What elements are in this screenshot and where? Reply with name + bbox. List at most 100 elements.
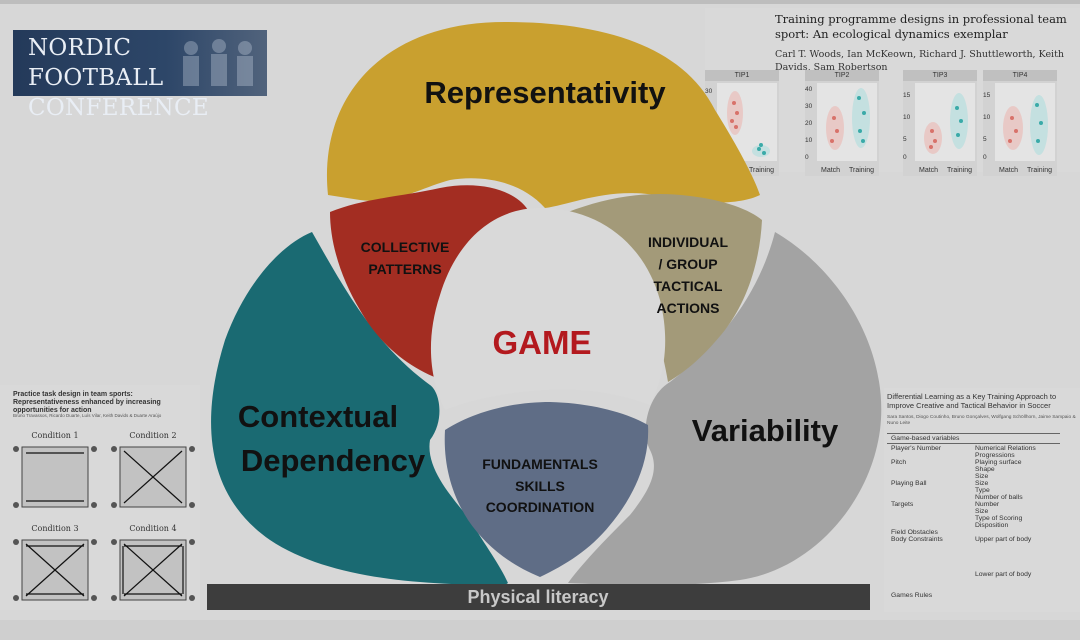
table-row: Type of Scoring [887,515,1060,522]
violin-shapes [924,93,968,154]
representativity-lobe [326,22,760,208]
variable-name: Pitch [891,459,907,466]
condition-3-figure: Condition 3 [12,524,98,606]
variable-name: Player's Number [891,445,942,452]
violin-shapes [826,88,870,150]
panel-title: TIP1 [705,70,779,81]
variable-detail: Shape [975,466,995,473]
variable-detail: Type [975,487,990,494]
game-center-circle [430,208,666,410]
y-tick: 0 [805,154,809,161]
y-tick: 30 [805,103,813,110]
x-label-match: Match [821,167,841,174]
x-label-match: Match [919,167,939,174]
variable-name: Targets [891,501,914,508]
paper-title: Practice task design in team sports: Rep… [13,391,161,414]
bottom-border [0,620,1080,640]
paper-woods-excerpt: Training programme designs in profession… [705,8,1080,176]
violin-panel-tip3: TIP3 15 10 5 0 Match Training [903,70,977,176]
paper-santos-excerpt: Differential Learning as a Key Training … [884,388,1080,612]
table-row: Games Rules [887,592,1060,599]
variable-detail: Type of Scoring [975,515,1023,522]
pitch-diagram [13,446,97,508]
panel-title: TIP2 [805,70,879,81]
fundamentals-line-1: FUNDAMENTALS [482,456,598,472]
variable-detail: Size [975,480,989,487]
contextual-label-line-2: Dependency [241,443,426,478]
variable-detail: Size [975,473,989,480]
contextual-dependency-lobe [211,232,508,585]
variable-detail: Progressions [975,452,1015,459]
violin-shapes [1003,95,1048,155]
paper-authors: Carl T. Woods, Ian McKeown, Richard J. S… [775,49,1065,73]
variable-detail: Lower part of body [975,571,1032,578]
variable-detail: Numerical Relations [975,445,1036,452]
table-row: Number of balls [887,494,1060,501]
y-tick: 5 [903,136,907,143]
y-tick: 15 [983,92,991,99]
plot-area [817,83,877,161]
x-label-training: Training [849,167,875,174]
condition-2-figure: Condition 2 [110,431,196,513]
variable-detail: Playing surface [975,459,1022,466]
table-row: Player's Number Numerical Relations [887,445,1060,452]
fundamentals-line-3: COORDINATION [486,499,595,515]
plot-area [995,83,1055,161]
y-tick: 10 [903,114,911,121]
contextual-label-line-1: Contextual [238,399,398,434]
table-row: Disposition [887,522,1060,529]
tactical-line-1: INDIVIDUAL [648,234,729,250]
y-tick: 20 [805,120,813,127]
condition-4-figure: Condition 4 [110,524,196,606]
violin-shapes [727,91,770,157]
table-row: Targets Number [887,501,1060,508]
variable-detail: Size [975,508,989,515]
variability-lobe [568,232,882,586]
collective-line-1: COLLECTIVE [361,239,450,255]
logo-line-1: NORDIC FOOTBALL [28,35,164,91]
paper-title: Training programme designs in profession… [775,12,1067,41]
panel-title: TIP4 [983,70,1057,81]
plot-area [915,83,975,161]
y-tick: 30 [705,88,713,95]
tactical-line-2: / GROUP [658,256,717,272]
y-tick: 40 [805,86,813,93]
table-row: Size [887,473,1060,480]
paper-authors: Bruno Travassos, Ricardo Duarte, Luís Vi… [13,413,162,418]
pitch-diagram [111,539,195,601]
table-row: Size [887,508,1060,515]
x-label-training: Training [947,167,973,174]
variable-detail: Disposition [975,522,1009,529]
game-label: GAME [493,324,592,361]
y-tick: 0 [903,154,907,161]
conference-logo: NORDIC FOOTBALL CONFERENCE [13,30,267,121]
y-tick: 5 [983,136,987,143]
representativity-label: Representativity [424,75,666,110]
table-row: Pitch Playing surface [887,459,1060,466]
table-row: Lower part of body [887,571,1060,578]
fundamentals-line-2: SKILLS [515,478,565,494]
fundamentals-segment [444,402,649,577]
paper-title: Differential Learning as a Key Training … [887,392,1057,410]
variability-label: Variability [692,413,839,448]
condition-label: Condition 1 [31,431,79,440]
variable-name: Field Obstacles [891,529,938,536]
y-tick: 10 [983,114,991,121]
table-row: Type [887,487,1060,494]
variable-detail: Number [975,501,1000,508]
tactical-line-3: TACTICAL [654,278,723,294]
condition-1-figure: Condition 1 [12,431,98,513]
physical-literacy-label: Physical literacy [467,587,608,607]
violin-panel-tip4: TIP4 15 10 5 0 Match Training [983,70,1057,176]
condition-label: Condition 4 [129,524,177,533]
variable-detail: Upper part of body [975,536,1032,543]
plot-area [717,83,777,161]
players-photo-icon [183,39,253,86]
table-row: Field Obstacles [887,529,1060,536]
condition-label: Condition 2 [129,431,177,440]
